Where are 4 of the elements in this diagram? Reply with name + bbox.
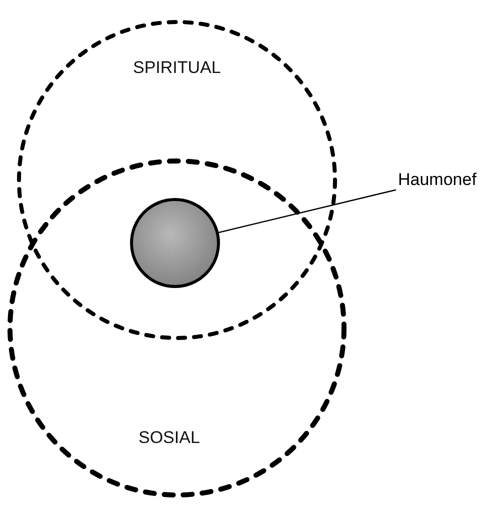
- callout-label: Haumonef: [398, 170, 476, 190]
- circle-label: SPIRITUAL: [133, 58, 221, 78]
- circle-label: SOSIAL: [138, 428, 200, 448]
- leader-line: [218, 189, 396, 234]
